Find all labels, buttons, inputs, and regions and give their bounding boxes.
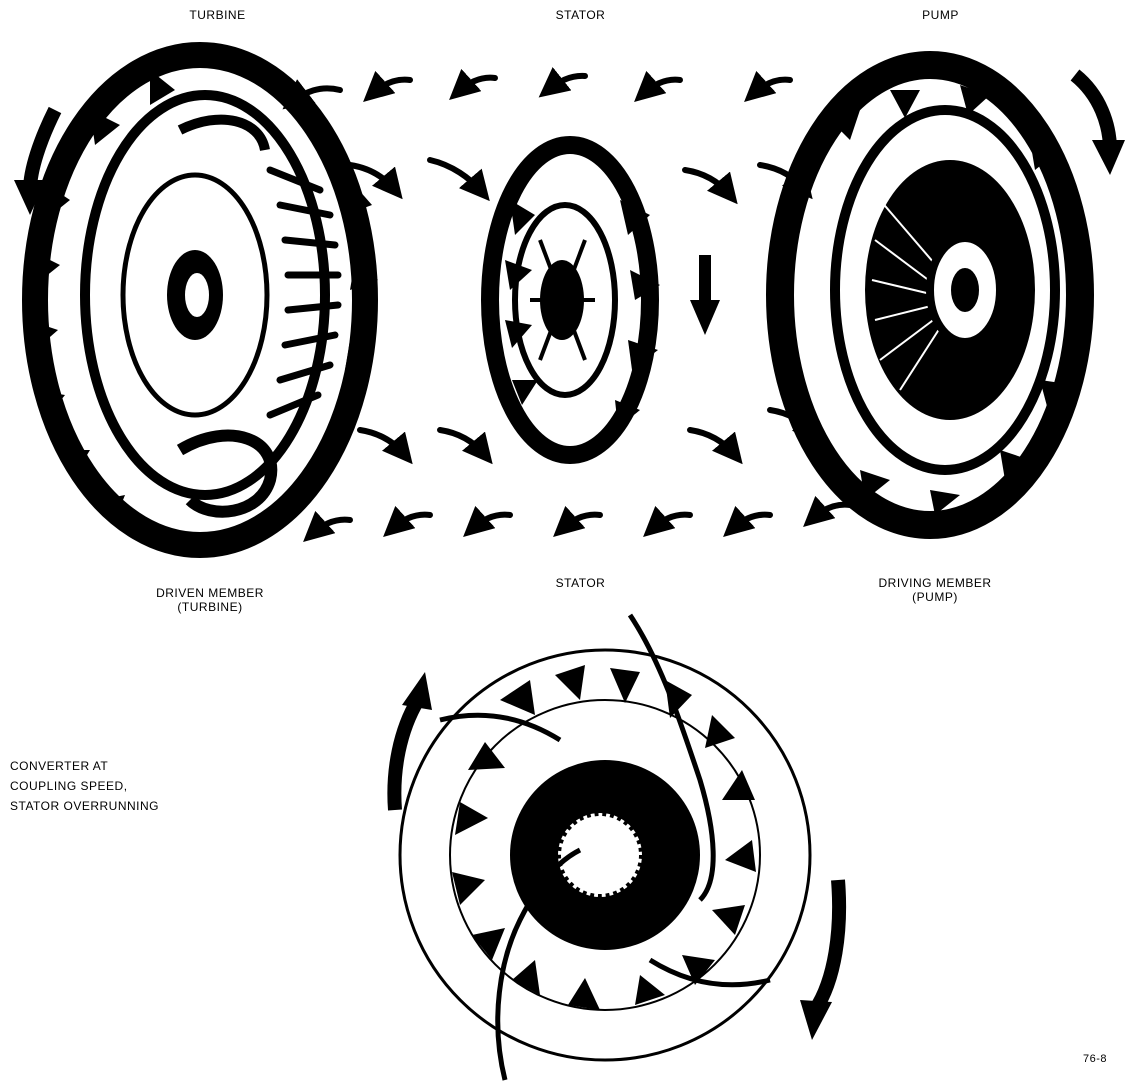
pump-wheel-illustration — [780, 65, 1125, 525]
stator-wheel-illustration — [490, 145, 720, 455]
converter-assembly-illustration — [394, 615, 839, 1080]
turbine-wheel-illustration — [28, 55, 378, 545]
